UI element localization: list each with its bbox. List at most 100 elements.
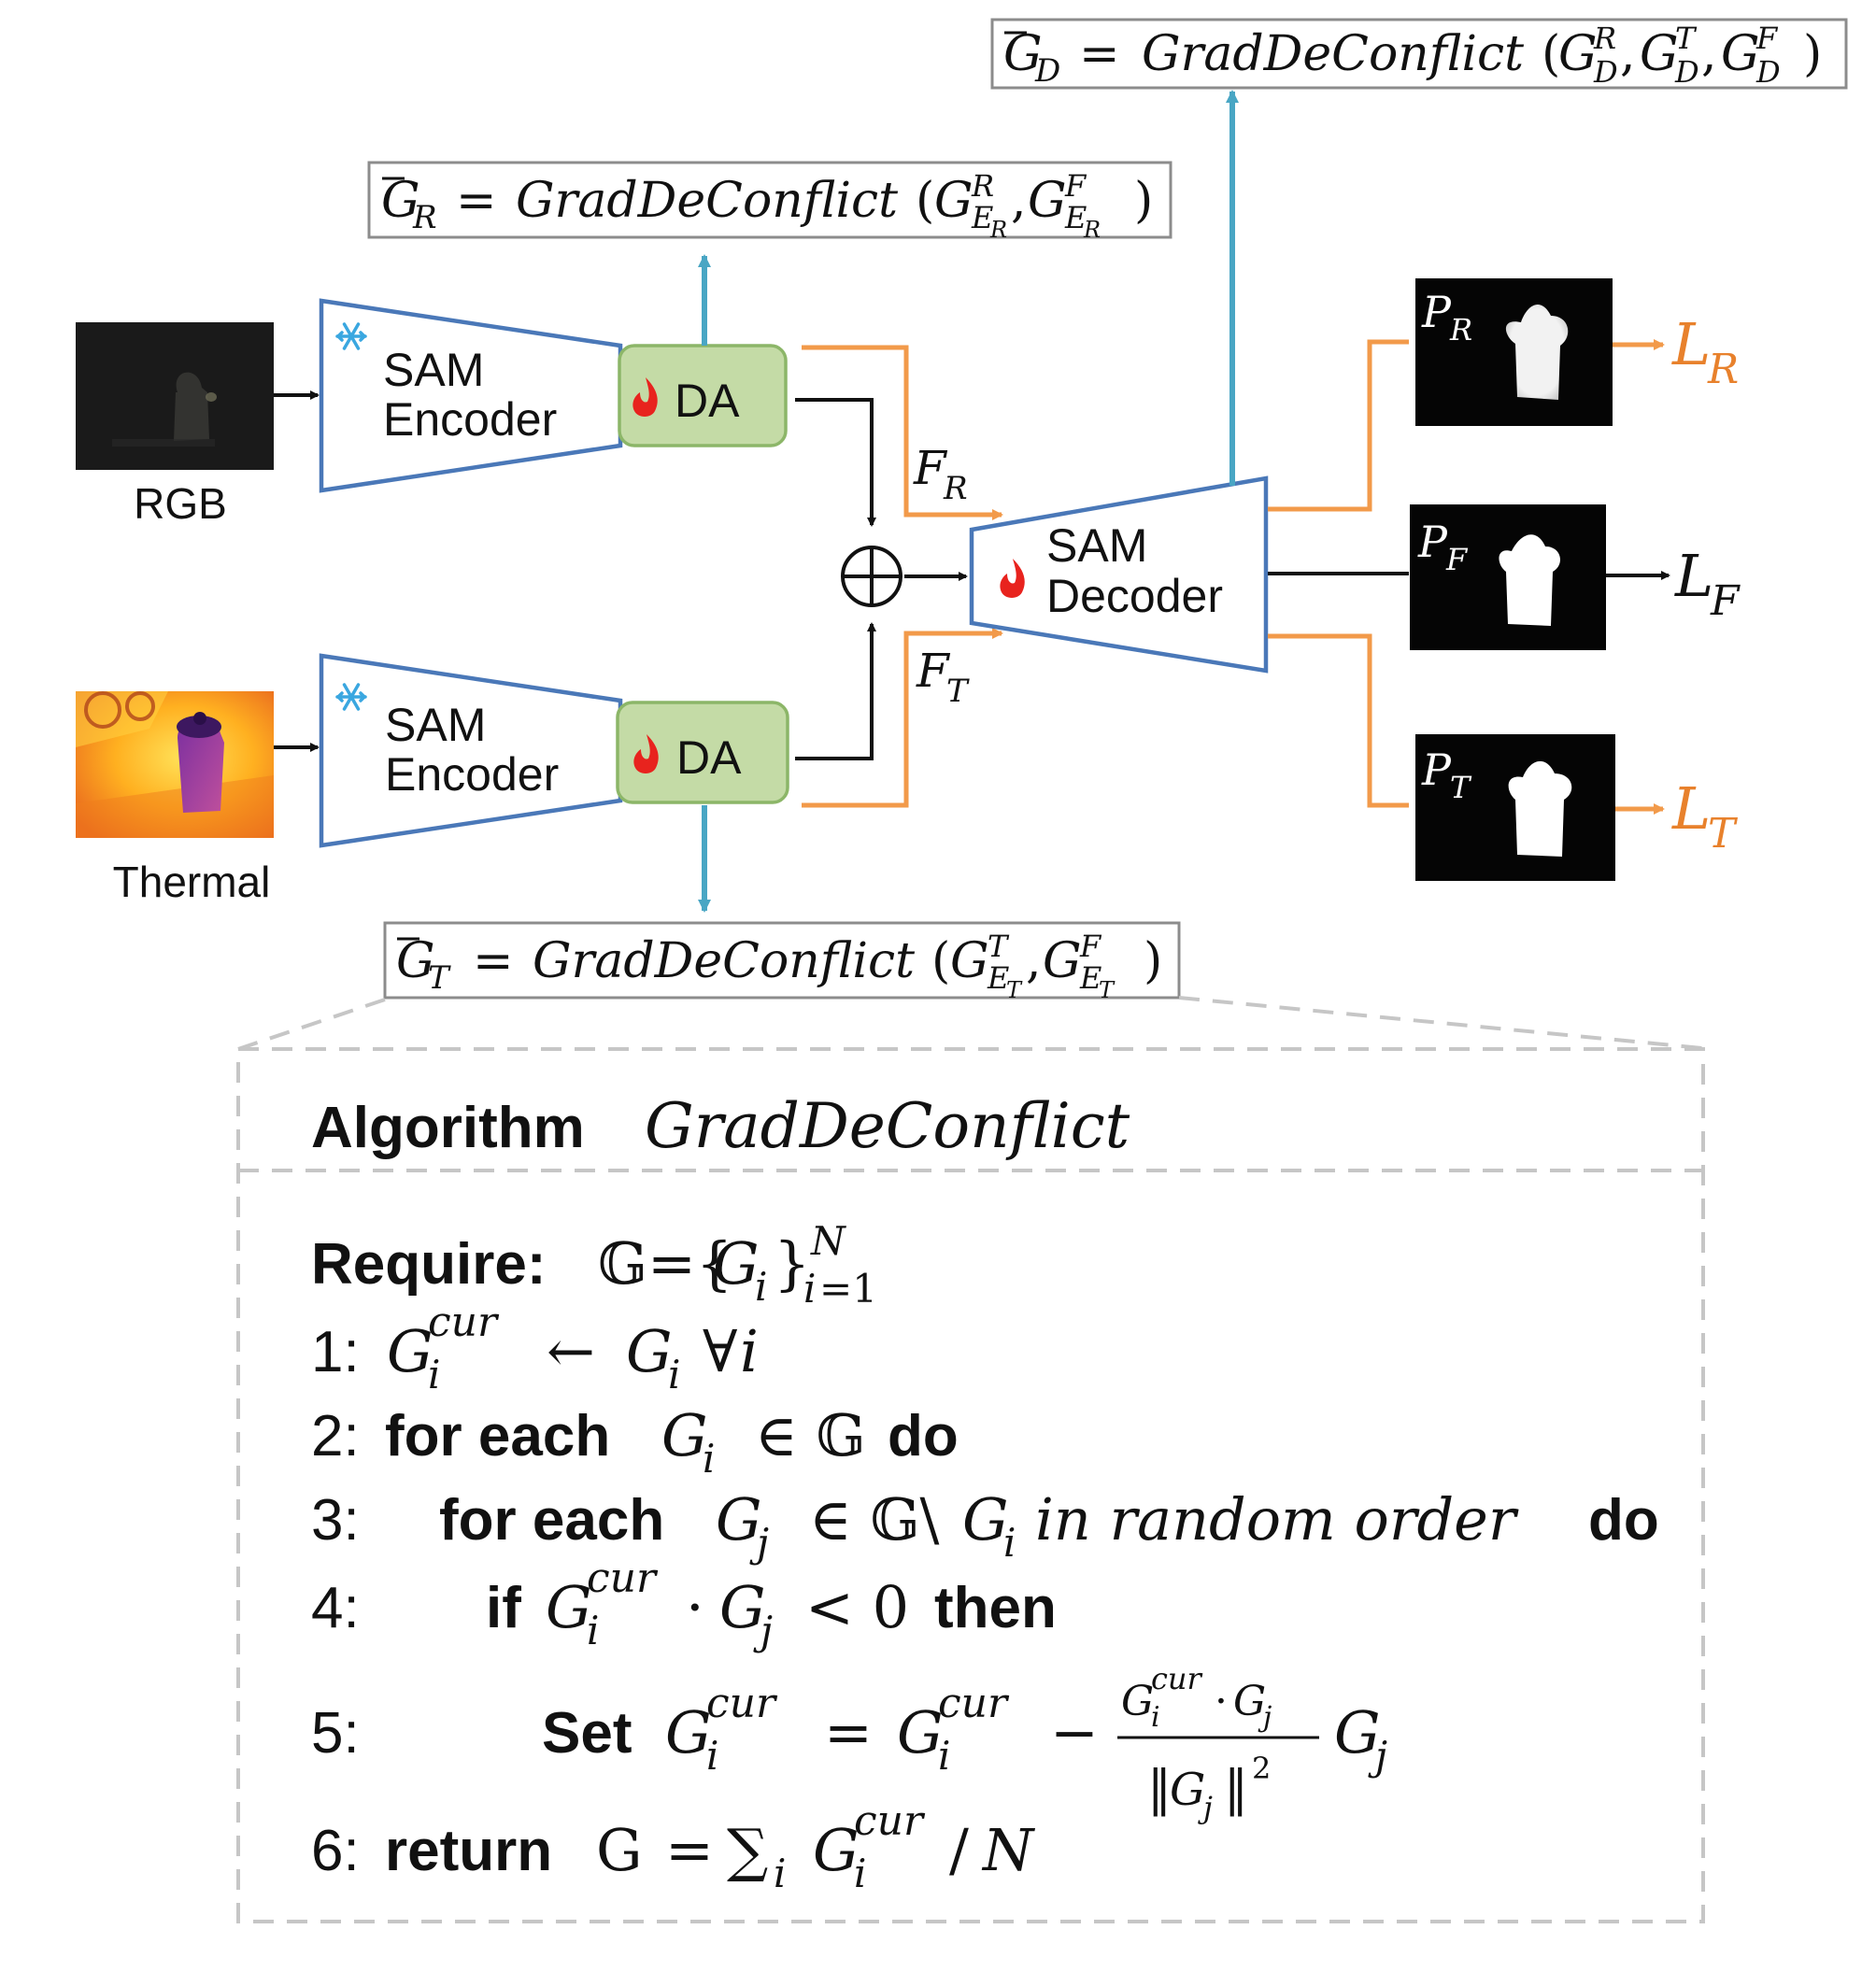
svg-text:in random order: in random order <box>1035 1485 1519 1553</box>
svg-text:D: D <box>1593 54 1618 90</box>
svg-text:G: G <box>596 1816 643 1884</box>
decoder-to-pt-path <box>1268 633 1409 808</box>
svg-text:G: G <box>1043 933 1082 989</box>
decoder-gradient-formula: G D = GradDeConflict ( G R D , G T D , G… <box>990 18 1848 90</box>
svg-text:F: F <box>1064 168 1087 204</box>
svg-text:i: i <box>740 1317 759 1385</box>
svg-text:F: F <box>1755 21 1779 56</box>
svg-text:F: F <box>916 644 951 698</box>
svg-text:F: F <box>1710 577 1741 625</box>
thermal-feature-path <box>802 628 1003 808</box>
rgb-feature-path <box>802 345 1003 520</box>
svg-text:G: G <box>897 1698 944 1766</box>
svg-text:if: if <box>486 1576 521 1640</box>
prediction-label-fusion: P F <box>1417 517 1469 577</box>
thermal-to-fusion-arrow <box>795 622 876 760</box>
feature-label-thermal: F T <box>916 644 970 710</box>
svg-text:6:: 6: <box>311 1819 360 1883</box>
svg-text:T: T <box>1099 977 1116 1003</box>
svg-text:=: = <box>665 1816 714 1884</box>
decoder-to-pr-path <box>1268 339 1409 512</box>
svg-text:< 0: < 0 <box>805 1573 909 1641</box>
svg-text:): ) <box>1144 933 1162 989</box>
svg-text:T: T <box>946 673 970 710</box>
rgb-adapter: DA <box>618 344 788 447</box>
svg-text:D: D <box>1755 54 1781 90</box>
svg-text:G: G <box>950 933 989 989</box>
thermal-adapter-label: DA <box>676 731 742 784</box>
svg-text:,: , <box>1701 26 1717 82</box>
rgb-label: RGB <box>134 479 227 528</box>
svg-text:T: T <box>988 929 1010 964</box>
svg-text:/: / <box>949 1816 969 1884</box>
svg-text:L: L <box>1671 774 1711 843</box>
algorithm-title: Algorithm GradDeConflict <box>311 1090 1130 1162</box>
svg-text:for each: for each <box>385 1404 610 1468</box>
thermal-input-image <box>76 691 274 838</box>
algorithm-line-5: 5: Set G cur i = G cur i − G cur i · G j… <box>311 1661 1387 1825</box>
svg-text:R: R <box>989 217 1007 243</box>
svg-text:E: E <box>971 200 993 235</box>
svg-text:N: N <box>981 1816 1036 1884</box>
svg-text:D: D <box>1674 54 1699 90</box>
thermal-encoder: SAM Encoder <box>319 653 623 848</box>
svg-text:N: N <box>810 1218 846 1264</box>
fusion-operator <box>841 546 902 607</box>
svg-text:Set: Set <box>542 1701 632 1766</box>
rgb-to-fusion-arrow <box>795 398 876 527</box>
svg-text:‖: ‖ <box>1147 1761 1172 1817</box>
svg-text:i: i <box>706 1733 718 1779</box>
svg-text:do: do <box>888 1404 959 1468</box>
svg-text:}: } <box>774 1229 810 1298</box>
svg-text:𝔾={: 𝔾={ <box>598 1229 732 1298</box>
svg-text:G: G <box>1558 26 1598 82</box>
svg-text:,: , <box>1011 173 1027 229</box>
decoder-line2: Decoder <box>1046 570 1223 622</box>
svg-text:): ) <box>1803 26 1822 82</box>
feature-label-rgb: F R <box>913 441 968 507</box>
rgb-gradient-formula: G R = GradDeConflict ( G R E R , G F E R… <box>367 161 1172 243</box>
svg-text:R: R <box>1593 21 1616 56</box>
svg-text:(: ( <box>931 933 950 989</box>
loss-label-thermal: L T <box>1671 774 1739 858</box>
svg-text:←: ← <box>547 1317 595 1385</box>
svg-text:i: i <box>428 1352 440 1397</box>
svg-text:∈ 𝔾\: ∈ 𝔾\ <box>809 1485 940 1553</box>
svg-text:i: i <box>703 1436 715 1482</box>
svg-text:G: G <box>546 1573 592 1641</box>
flame-icon <box>633 734 659 773</box>
svg-text:4:: 4: <box>311 1576 360 1640</box>
algorithm-line-2: 2: for each G i ∈ 𝔾 do <box>311 1401 959 1482</box>
svg-text:i: i <box>774 1851 786 1896</box>
decoder-line1: SAM <box>1046 519 1147 572</box>
svg-text:R: R <box>1707 346 1739 393</box>
svg-text:cur: cur <box>854 1797 926 1845</box>
svg-text:G: G <box>1334 1698 1381 1766</box>
svg-text:P: P <box>1417 517 1448 567</box>
svg-text:F: F <box>913 441 948 495</box>
flame-icon <box>632 377 658 417</box>
svg-text:E: E <box>1079 960 1101 996</box>
svg-text:F: F <box>1445 542 1469 577</box>
svg-text:·: · <box>1215 1678 1228 1725</box>
svg-text:T: T <box>1450 770 1472 805</box>
svg-text:cur: cur <box>1151 1661 1203 1696</box>
thermal-encoder-line2: Encoder <box>385 748 559 801</box>
svg-text:2:: 2: <box>311 1404 360 1468</box>
prediction-mask-rgb: P R <box>1415 278 1613 426</box>
rgb-encoder-line1: SAM <box>383 344 484 396</box>
svg-text:L: L <box>1671 310 1711 378</box>
rgb-encoder-line2: Encoder <box>383 393 557 446</box>
thermal-encoder-line1: SAM <box>385 699 486 751</box>
svg-text:R: R <box>943 470 968 507</box>
svg-text:cur: cur <box>428 1298 500 1346</box>
svg-text:G: G <box>387 1317 433 1385</box>
svg-text:G: G <box>813 1816 860 1884</box>
svg-text:Algorithm: Algorithm <box>311 1096 585 1160</box>
svg-text:‖: ‖ <box>1224 1761 1248 1817</box>
svg-text:cur: cur <box>587 1554 659 1602</box>
svg-text:∈ 𝔾: ∈ 𝔾 <box>755 1401 866 1469</box>
prediction-mask-fusion: P F <box>1410 504 1606 650</box>
svg-text:): ) <box>1134 173 1153 229</box>
algorithm-line-3: 3: for each G j ∈ 𝔾\ G i in random order… <box>311 1485 1659 1566</box>
